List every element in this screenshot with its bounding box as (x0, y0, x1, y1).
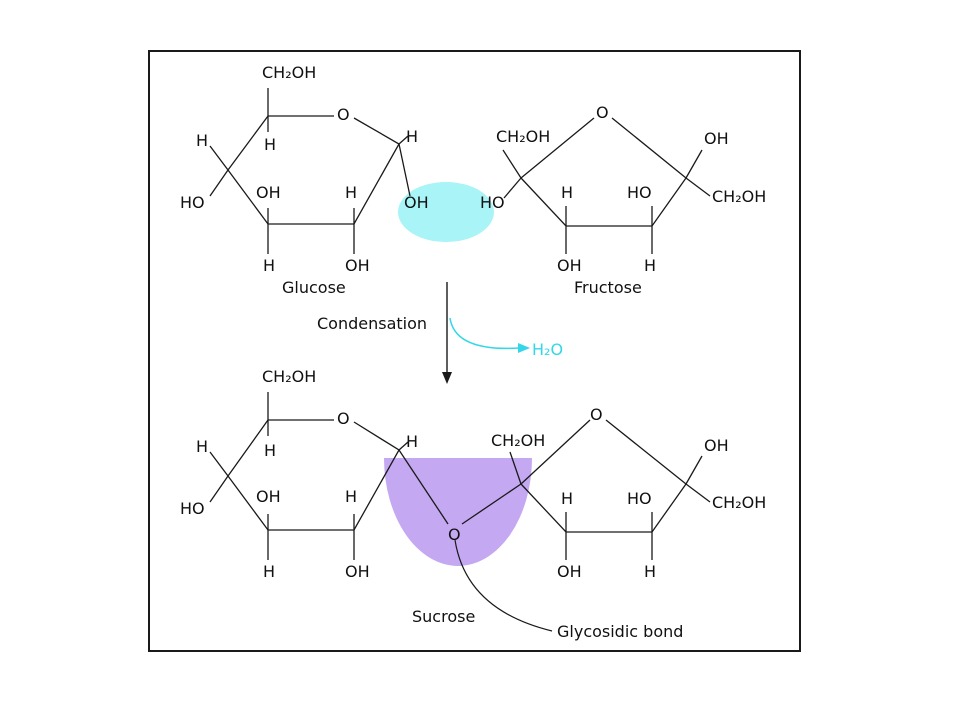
top-fructose-h-c4: H (644, 256, 656, 275)
sucrose-fructose-ring (520, 419, 687, 533)
top-glucose-ring-oxygen: O (337, 105, 350, 124)
sucrose-molecule: CH₂OH O H H H HO OH H H OH O CH₂OH O OH … (180, 367, 766, 641)
sucrose-glucose-oh-c3: OH (256, 487, 281, 506)
condensation-label: Condensation (317, 314, 427, 333)
fructose-name-label: Fructose (574, 278, 642, 297)
top-fructose-h-c3: H (561, 183, 573, 202)
water-release-arrow-head (518, 343, 530, 353)
sucrose-glucose-h-c5: H (264, 441, 276, 460)
water-product-label: H₂O (532, 340, 563, 359)
top-fructose-ch2oh-right: CH₂OH (712, 187, 766, 206)
sucrose-fructose-ring-oxygen: O (590, 405, 603, 424)
top-glucose-oh-c3: OH (256, 183, 281, 202)
top-glucose-ring (227, 115, 400, 225)
sucrose-fructose-ch2oh-left: CH₂OH (491, 431, 545, 450)
water-removal-highlight (398, 182, 494, 242)
sucrose-glucose-substituent-bonds (209, 392, 409, 560)
sucrose-glucose-h-c4: H (196, 437, 208, 456)
sucrose-fructose-oh-c3: OH (557, 562, 582, 581)
top-glucose-oh-c1: OH (404, 193, 429, 212)
top-glucose-h-c1: H (406, 127, 418, 146)
condensation-reaction: Condensation H₂O (317, 282, 563, 384)
top-glucose-ho-c4: HO (180, 193, 205, 212)
glycosidic-bond-highlight (384, 458, 532, 566)
top-fructose-ho-c4: HO (627, 183, 652, 202)
top-glucose-molecule: CH₂OH O H H H HO OH H OH H OH Glucose (180, 63, 494, 297)
top-glucose-substituent-bonds (209, 88, 411, 254)
glycosidic-oxygen: O (448, 525, 461, 544)
sucrose-fructose-ho-c4: HO (627, 489, 652, 508)
water-release-arrow (449, 317, 521, 350)
glycosidic-bond-lines (398, 449, 522, 525)
sucrose-glucose-ring-oxygen: O (337, 409, 350, 428)
top-glucose-oh-c2: OH (345, 256, 370, 275)
top-fructose-oh-right: OH (704, 129, 729, 148)
sucrose-fructose-oh-right: OH (704, 436, 729, 455)
sucrose-glucose-ho-c4: HO (180, 499, 205, 518)
sucrose-fructose-h-c4: H (644, 562, 656, 581)
sucrose-glucose-h-c3: H (263, 562, 275, 581)
glycosidic-bond-label: Glycosidic bond (557, 622, 683, 641)
top-fructose-molecule: CH₂OH O OH CH₂OH HO H HO OH H Fructose (480, 103, 766, 297)
top-glucose-h-c4: H (196, 131, 208, 150)
sucrose-fructose-ch2oh-right: CH₂OH (712, 493, 766, 512)
top-fructose-ch2oh-left: CH₂OH (496, 127, 550, 146)
top-fructose-oh-c3: OH (557, 256, 582, 275)
sucrose-name-label: Sucrose (412, 607, 475, 626)
sucrose-fructose-substituent-bonds (509, 451, 711, 560)
glycosidic-bond-leader (454, 539, 553, 632)
top-glucose-h-c3: H (263, 256, 275, 275)
sucrose-glucose-oh-c2: OH (345, 562, 370, 581)
glucose-name-label: Glucose (282, 278, 346, 297)
sucrose-glucose-ring (227, 419, 400, 531)
sucrose-glucose-h-c2: H (345, 487, 357, 506)
top-fructose-ring-oxygen: O (596, 103, 609, 122)
top-fructose-substituent-bonds (502, 149, 711, 254)
top-glucose-h-c2: H (345, 183, 357, 202)
top-glucose-h-c5: H (264, 135, 276, 154)
top-glucose-ch2oh-label: CH₂OH (262, 63, 316, 82)
sucrose-fructose-h-c3: H (561, 489, 573, 508)
sucrose-glucose-ch2oh: CH₂OH (262, 367, 316, 386)
top-fructose-ho-left: HO (480, 193, 505, 212)
reaction-arrow-head (442, 372, 452, 384)
sucrose-glucose-h-c1: H (406, 432, 418, 451)
